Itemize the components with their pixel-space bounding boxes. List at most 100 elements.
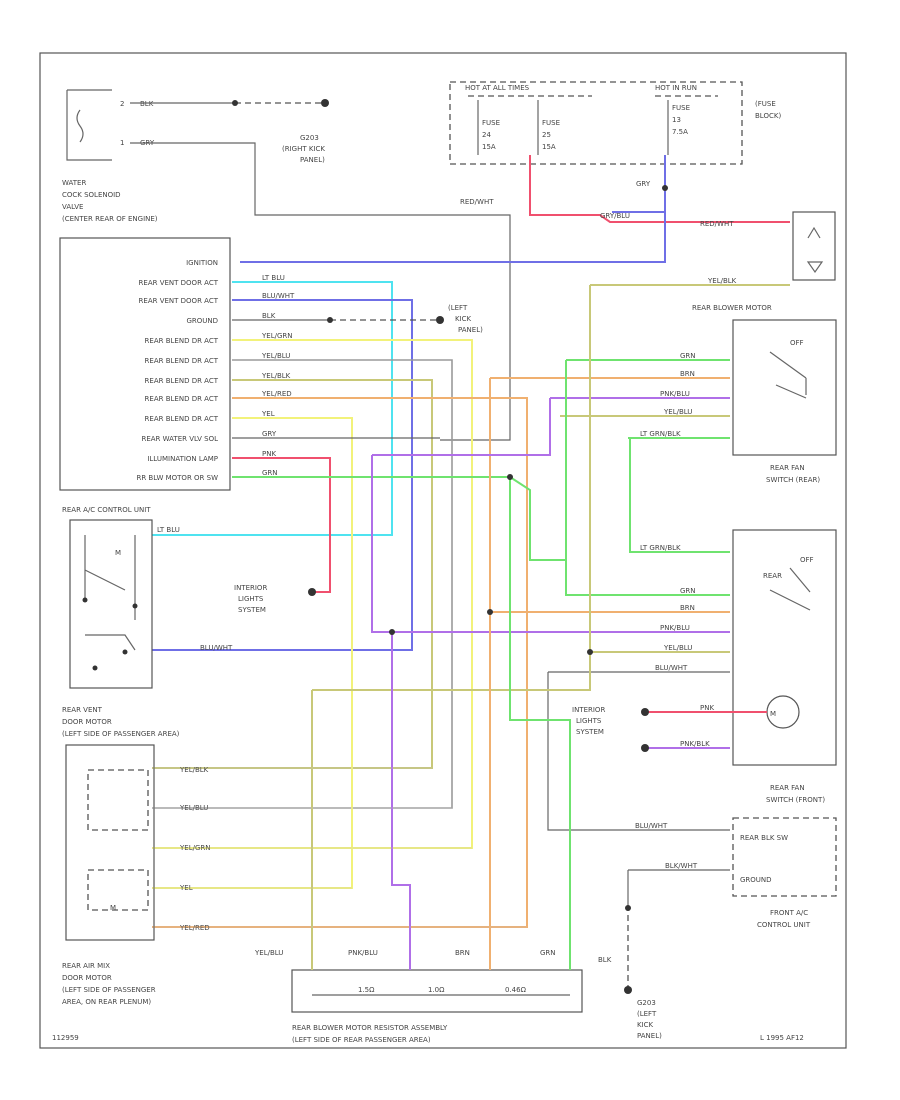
- svg-text:REAR FAN: REAR FAN: [770, 464, 805, 472]
- svg-text:M: M: [770, 710, 776, 718]
- front-ac-control-unit: REAR BLK SW GROUND BLU/WHT BLK/WHT BLK F…: [547, 672, 837, 1040]
- svg-text:GRY: GRY: [262, 430, 277, 438]
- svg-text:GROUND: GROUND: [740, 876, 772, 884]
- control-unit-pin-label: GROUND: [186, 317, 218, 325]
- svg-text:1: 1: [120, 139, 124, 147]
- wire-label: BLK: [140, 100, 154, 108]
- svg-text:GRN: GRN: [680, 587, 696, 595]
- svg-text:YEL/BLU: YEL/BLU: [261, 352, 290, 360]
- svg-text:REAR BLK SW: REAR BLK SW: [740, 834, 788, 842]
- svg-text:GRN: GRN: [680, 352, 696, 360]
- water-valve-group: 2 1 BLK GRY G203 (RIGHT KICK PANEL) WATE…: [62, 89, 511, 441]
- svg-text:BLK/WHT: BLK/WHT: [665, 862, 698, 870]
- svg-text:DOOR MOTOR: DOOR MOTOR: [62, 974, 112, 982]
- svg-text:(CENTER REAR OF ENGINE): (CENTER REAR OF ENGINE): [62, 215, 158, 223]
- svg-text:DOOR MOTOR: DOOR MOTOR: [62, 718, 112, 726]
- svg-text:BLU/WHT: BLU/WHT: [655, 664, 688, 672]
- svg-text:REAR: REAR: [763, 572, 782, 580]
- rear-vent-door-motor: REAR VENT DOOR MOTOR (LEFT SIDE OF PASSE…: [62, 706, 210, 1006]
- svg-text:CONTROL UNIT: CONTROL UNIT: [757, 921, 811, 929]
- svg-text:RED/WHT: RED/WHT: [460, 198, 494, 206]
- svg-text:HOT IN RUN: HOT IN RUN: [655, 84, 697, 92]
- svg-text:LT BLU: LT BLU: [157, 526, 180, 534]
- svg-text:BLU/WHT: BLU/WHT: [262, 292, 295, 300]
- rear-ac-control-unit: IGNITION REAR VENT DOOR ACT REAR VENT DOOR…: [59, 237, 231, 491]
- svg-text:YEL/GRN: YEL/GRN: [261, 332, 292, 340]
- svg-text:FUSE: FUSE: [672, 104, 690, 112]
- svg-text:REAR VENT: REAR VENT: [62, 706, 103, 714]
- svg-text:SWITCH (FRONT): SWITCH (FRONT): [766, 796, 825, 804]
- svg-text:(LEFT SIDE OF PASSENGER AREA): (LEFT SIDE OF PASSENGER AREA): [62, 730, 180, 738]
- svg-text:SYSTEM: SYSTEM: [238, 606, 266, 614]
- control-unit-pin-label: REAR BLEND DR ACT: [145, 415, 219, 423]
- footer-right: L 1995 AF12: [760, 1034, 804, 1042]
- svg-text:13: 13: [672, 116, 681, 124]
- svg-text:YEL/BLK: YEL/BLK: [707, 277, 737, 285]
- svg-text:YEL/BLK: YEL/BLK: [179, 766, 209, 774]
- svg-text:PNK/BLU: PNK/BLU: [660, 390, 690, 398]
- rear-fan-switch-front: OFF REAR M LT GRN/BLK GRN BRN PNK/BLU YE…: [371, 285, 837, 804]
- svg-text:2: 2: [120, 100, 124, 108]
- svg-text:(LEFT SIDE OF PASSENGER: (LEFT SIDE OF PASSENGER: [62, 986, 156, 994]
- control-unit-pin-label: IGNITION: [186, 259, 218, 267]
- svg-text:SWITCH (REAR): SWITCH (REAR): [766, 476, 820, 484]
- svg-text:AREA, ON REAR PLENUM): AREA, ON REAR PLENUM): [62, 998, 151, 1006]
- footer-left: 112959: [52, 1034, 79, 1042]
- svg-text:OFF: OFF: [790, 339, 804, 347]
- control-unit-pin-label: REAR BLEND DR ACT: [145, 395, 219, 403]
- svg-text:KICK: KICK: [637, 1021, 654, 1029]
- svg-text:KICK: KICK: [455, 315, 472, 323]
- svg-text:SYSTEM: SYSTEM: [576, 728, 604, 736]
- svg-text:(LEFT SIDE OF REAR PASSENGER A: (LEFT SIDE OF REAR PASSENGER AREA): [292, 1036, 431, 1044]
- svg-text:BLK: BLK: [598, 956, 612, 964]
- svg-text:1.5Ω: 1.5Ω: [358, 986, 375, 994]
- svg-text:YEL/RED: YEL/RED: [261, 390, 292, 398]
- svg-text:BLOCK): BLOCK): [755, 112, 781, 120]
- control-unit-pin-label: REAR VENT DOOR ACT: [139, 297, 219, 305]
- svg-text:LT BLU: LT BLU: [262, 274, 285, 282]
- svg-text:FUSE: FUSE: [482, 119, 500, 127]
- svg-text:INTERIOR: INTERIOR: [234, 584, 267, 592]
- svg-text:RED/WHT: RED/WHT: [700, 220, 734, 228]
- svg-text:BRN: BRN: [680, 604, 695, 612]
- svg-text:(LEFT: (LEFT: [637, 1010, 657, 1018]
- svg-text:PANEL): PANEL): [637, 1032, 662, 1040]
- g203-label: G203: [300, 134, 319, 142]
- svg-text:24: 24: [482, 131, 491, 139]
- svg-text:(LEFT: (LEFT: [448, 304, 468, 312]
- resistor-assembly: YEL/BLU PNK/BLU BRN GRN 1.5Ω 1.0Ω 0.46Ω …: [254, 474, 593, 1044]
- svg-text:PNK/BLU: PNK/BLU: [660, 624, 690, 632]
- svg-text:M: M: [115, 549, 121, 557]
- control-unit-pin-label: RR BLW MOTOR OR SW: [136, 474, 218, 482]
- control-unit-pin-label: REAR BLEND DR ACT: [145, 337, 219, 345]
- svg-text:LT GRN/BLK: LT GRN/BLK: [640, 544, 681, 552]
- svg-text:BRN: BRN: [455, 949, 470, 957]
- svg-text:PNK: PNK: [700, 704, 714, 712]
- svg-text:GRN: GRN: [540, 949, 556, 957]
- svg-text:FUSE: FUSE: [542, 119, 560, 127]
- svg-text:PNK: PNK: [262, 450, 276, 458]
- svg-text:0.46Ω: 0.46Ω: [505, 986, 527, 994]
- svg-text:G203: G203: [637, 999, 656, 1007]
- svg-text:7.5A: 7.5A: [672, 128, 688, 136]
- svg-text:GRY: GRY: [636, 180, 651, 188]
- diagram-border: [39, 52, 847, 1049]
- relay-box: [792, 211, 836, 281]
- svg-text:REAR BLOWER MOTOR RESISTOR ASS: REAR BLOWER MOTOR RESISTOR ASSEMBLY: [292, 1024, 448, 1032]
- svg-text:REAR FAN: REAR FAN: [770, 784, 805, 792]
- svg-text:BLK: BLK: [262, 312, 276, 320]
- svg-text:YEL: YEL: [261, 410, 275, 418]
- svg-text:VALVE: VALVE: [62, 203, 83, 211]
- svg-text:YEL/BLK: YEL/BLK: [261, 372, 291, 380]
- svg-text:PNK/BLK: PNK/BLK: [680, 740, 710, 748]
- rear-ac-control-switch: REAR A/C CONTROL UNIT M LT BLU BLU/WHT: [62, 506, 233, 689]
- motor-wire-stubs: [152, 767, 527, 928]
- svg-text:REAR BLOWER MOTOR: REAR BLOWER MOTOR: [692, 304, 772, 312]
- control-unit-pin-label: REAR VENT DOOR ACT: [139, 279, 219, 287]
- svg-text:LT GRN/BLK: LT GRN/BLK: [640, 430, 681, 438]
- svg-text:YEL/BLU: YEL/BLU: [663, 408, 692, 416]
- svg-text:PANEL): PANEL): [458, 326, 483, 334]
- control-unit-pin-label: REAR BLEND DR ACT: [145, 357, 219, 365]
- svg-text:25: 25: [542, 131, 551, 139]
